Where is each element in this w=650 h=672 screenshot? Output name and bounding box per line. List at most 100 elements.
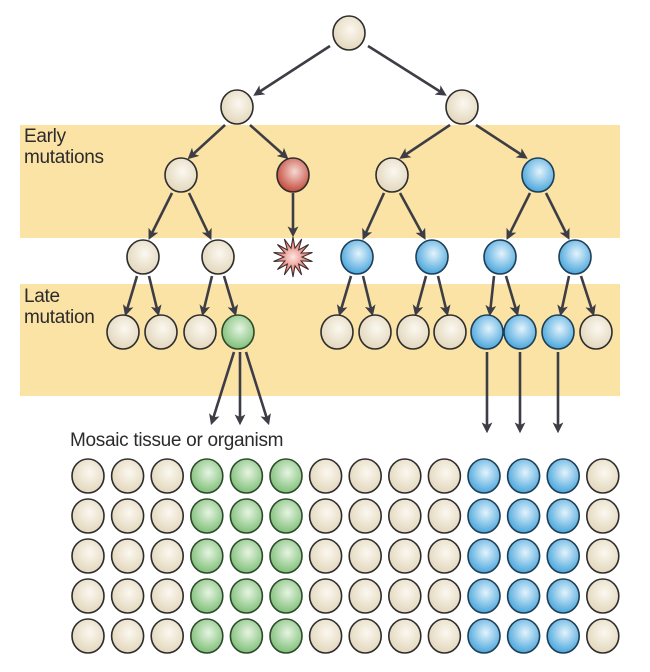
mosaic-cell-normal bbox=[348, 538, 383, 574]
mosaic-label: Mosaic tissue or organism bbox=[70, 430, 284, 451]
mosaic-cell-normal bbox=[308, 618, 343, 654]
mosaic-cell-normal bbox=[71, 618, 105, 654]
arrow-to-mosaic bbox=[209, 351, 236, 426]
cell-gen3-red bbox=[276, 157, 310, 193]
mosaic-cell-blue bbox=[506, 538, 541, 574]
mosaic-cell-green bbox=[190, 618, 224, 654]
arrow bbox=[249, 124, 289, 160]
cell-gen3-blue bbox=[521, 157, 555, 193]
arrow bbox=[147, 275, 162, 317]
arrow bbox=[222, 275, 239, 317]
mosaic-cell-blue bbox=[506, 578, 541, 614]
mosaic-cell-normal bbox=[387, 458, 422, 494]
mosaic-cell-normal bbox=[308, 578, 343, 614]
mosaic-cell-normal bbox=[585, 618, 620, 654]
mosaic-cell-blue bbox=[546, 618, 581, 654]
mosaic-cell-normal bbox=[110, 618, 145, 654]
mosaic-cell-normal bbox=[348, 578, 383, 614]
mosaic-cell-normal bbox=[71, 578, 105, 614]
cell-gen4-blue bbox=[415, 239, 449, 275]
mosaic-cell-normal bbox=[150, 618, 184, 654]
mosaic-cell-normal bbox=[387, 618, 422, 654]
cell-gen4-normal bbox=[126, 239, 160, 275]
arrow bbox=[398, 192, 426, 240]
mosaic-cell-blue bbox=[467, 578, 501, 614]
arrow-root-right bbox=[367, 44, 447, 96]
mosaic-cell-normal bbox=[585, 498, 620, 534]
mosaic-cell-blue bbox=[506, 458, 541, 494]
arrow bbox=[336, 275, 353, 317]
arrow bbox=[557, 275, 571, 317]
arrow-root-left bbox=[253, 44, 331, 96]
mosaic-cell-normal bbox=[110, 458, 145, 494]
mosaic-cell-blue bbox=[467, 498, 501, 534]
cell-gen4-blue bbox=[483, 239, 517, 275]
arrow-to-mosaic bbox=[244, 351, 271, 426]
mosaic-cell-normal bbox=[427, 538, 462, 574]
arrow bbox=[122, 275, 139, 317]
early-label-line2: mutations bbox=[24, 147, 104, 168]
early-mutations-band bbox=[20, 125, 620, 238]
mosaic-cell-normal bbox=[348, 458, 383, 494]
mosaic-cell-green bbox=[190, 538, 224, 574]
cell-gen5-normal bbox=[320, 314, 354, 350]
cell-gen4-normal bbox=[201, 239, 235, 275]
arrow bbox=[412, 275, 428, 317]
mosaic-cell-green bbox=[229, 618, 264, 654]
mosaic-cell-normal bbox=[110, 498, 145, 534]
mosaic-cell-green bbox=[269, 538, 303, 574]
cell-gen5-blue bbox=[541, 314, 575, 350]
arrow bbox=[506, 192, 532, 240]
mosaic-cell-normal bbox=[308, 458, 343, 494]
mosaic-cell-normal bbox=[348, 498, 383, 534]
mosaic-cell-normal bbox=[150, 458, 184, 494]
early-label-line1: Early bbox=[24, 126, 66, 147]
mosaic-cell-green bbox=[269, 578, 303, 614]
mosaic-cell-normal bbox=[427, 458, 462, 494]
mosaic-cell-green bbox=[269, 618, 303, 654]
mosaic-cell-normal bbox=[427, 498, 462, 534]
mosaic-cell-blue bbox=[506, 618, 541, 654]
cell-gen5-normal bbox=[106, 314, 140, 350]
mosaic-cell-normal bbox=[110, 578, 145, 614]
cell-gen5-green bbox=[221, 314, 255, 350]
dead-cell-star-icon bbox=[273, 236, 313, 278]
arrow bbox=[399, 123, 451, 159]
mosaic-cell-normal bbox=[150, 498, 184, 534]
arrow bbox=[148, 192, 174, 240]
mosaic-cell-normal bbox=[71, 498, 105, 534]
mosaic-cell-blue bbox=[467, 538, 501, 574]
mosaic-cell-green bbox=[229, 538, 264, 574]
early-mutations-label: Early mutations bbox=[24, 126, 104, 168]
mosaic-cell-normal bbox=[71, 458, 105, 494]
mosaic-cell-blue bbox=[467, 618, 501, 654]
mosaic-cell-normal bbox=[150, 538, 184, 574]
mosaic-cell-normal bbox=[585, 578, 620, 614]
mosaic-cell-blue bbox=[546, 458, 581, 494]
mosaic-cell-green bbox=[269, 498, 303, 534]
mosaic-cell-normal bbox=[150, 578, 184, 614]
arrow bbox=[436, 275, 451, 317]
cell-gen4-blue bbox=[340, 239, 374, 275]
mosaic-cell-normal bbox=[387, 578, 422, 614]
mosaic-cell-blue bbox=[546, 498, 581, 534]
arrow bbox=[475, 123, 528, 159]
mosaic-cell-normal bbox=[585, 538, 620, 574]
mosaic-cell-normal bbox=[308, 498, 343, 534]
founder-cell-normal bbox=[332, 15, 366, 51]
mosaic-cell-normal bbox=[387, 498, 422, 534]
mosaic-cell-normal bbox=[427, 578, 462, 614]
mosaic-cell-green bbox=[190, 498, 224, 534]
arrow bbox=[187, 192, 212, 240]
arrow bbox=[362, 192, 386, 240]
cell-gen3-normal bbox=[375, 157, 409, 193]
cell-gen5-normal bbox=[358, 314, 392, 350]
arrow bbox=[199, 275, 214, 317]
mosaic-cell-blue bbox=[506, 498, 541, 534]
mosaic-cell-normal bbox=[585, 458, 620, 494]
late-mutation-label: Late mutation bbox=[24, 286, 95, 328]
cell-gen5-blue bbox=[470, 314, 504, 350]
arrow bbox=[187, 124, 226, 160]
arrow bbox=[504, 275, 521, 317]
